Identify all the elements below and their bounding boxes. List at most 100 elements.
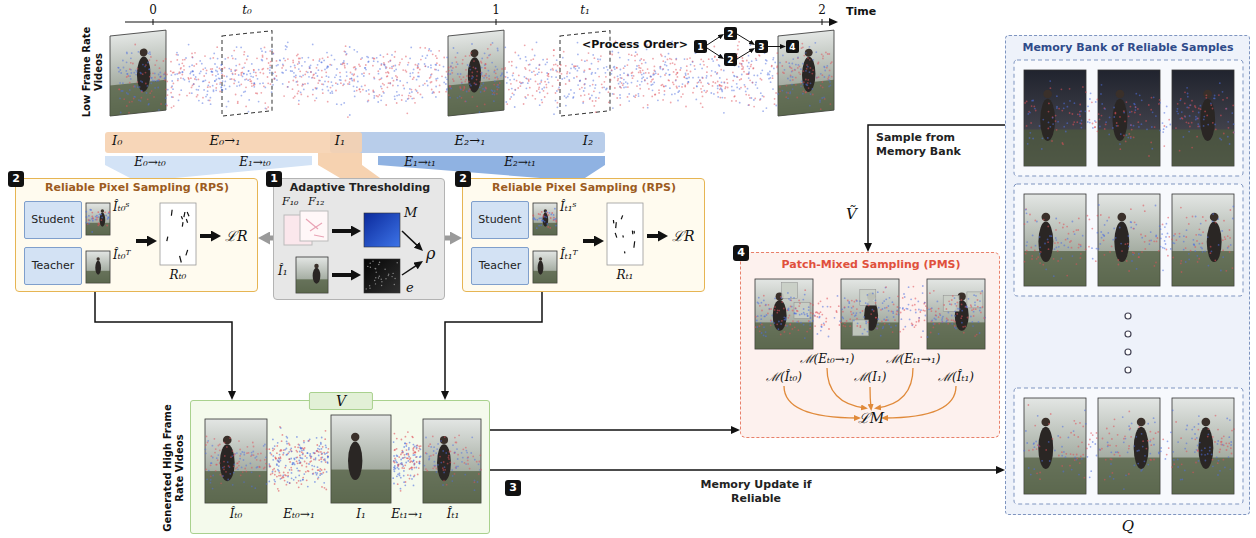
event-point bbox=[281, 72, 283, 74]
event-point bbox=[523, 103, 525, 105]
event-point bbox=[412, 72, 414, 74]
event-point bbox=[617, 75, 619, 77]
event-point bbox=[126, 92, 128, 94]
event-point bbox=[229, 78, 231, 80]
event-point bbox=[373, 58, 375, 60]
event-point bbox=[256, 57, 258, 59]
event-point bbox=[141, 91, 143, 93]
event-point bbox=[377, 101, 379, 103]
event-point bbox=[662, 60, 664, 62]
event-point bbox=[595, 97, 597, 99]
event-point bbox=[451, 70, 453, 72]
event-point bbox=[682, 93, 684, 95]
event-point bbox=[388, 61, 390, 63]
event-point bbox=[528, 79, 530, 81]
event-point bbox=[623, 79, 625, 81]
event-point bbox=[336, 103, 338, 105]
event-point bbox=[717, 92, 719, 94]
event-point bbox=[127, 73, 129, 75]
event-point bbox=[731, 100, 733, 102]
event-point bbox=[269, 72, 271, 74]
event-point bbox=[107, 216, 109, 218]
event-point bbox=[706, 75, 708, 77]
event-point bbox=[365, 69, 367, 71]
event-point bbox=[731, 90, 733, 92]
reliability-mark bbox=[186, 219, 187, 223]
event-point bbox=[373, 77, 375, 79]
event-point bbox=[727, 82, 729, 84]
event-point bbox=[731, 86, 733, 88]
event-point bbox=[190, 71, 192, 73]
event-point bbox=[544, 81, 546, 83]
event-point bbox=[130, 62, 132, 64]
event-point bbox=[129, 68, 131, 70]
event-point bbox=[647, 83, 649, 85]
event-point bbox=[525, 77, 527, 79]
event-point bbox=[138, 51, 140, 53]
event-point bbox=[154, 73, 156, 75]
error-speck bbox=[369, 285, 370, 286]
event-point bbox=[345, 80, 347, 82]
event-point bbox=[468, 90, 470, 92]
event-point bbox=[801, 80, 803, 82]
event-point bbox=[660, 76, 662, 78]
event-funnel bbox=[318, 153, 380, 178]
process-box: Reliable Pixel Sampling (RPS)Îₜ₀ˢÎₜ₀ᵀRₜ₀… bbox=[15, 178, 258, 292]
event-point bbox=[261, 69, 263, 71]
event-point bbox=[597, 61, 599, 63]
event-point bbox=[214, 63, 216, 65]
event-point bbox=[785, 61, 787, 63]
event-point bbox=[389, 83, 391, 85]
event-point bbox=[455, 66, 457, 68]
connector bbox=[707, 48, 721, 57]
event-point bbox=[541, 71, 543, 73]
event-point bbox=[380, 78, 382, 80]
event-point bbox=[752, 82, 754, 84]
event-point bbox=[460, 73, 462, 75]
event-point bbox=[138, 99, 140, 101]
event-point bbox=[561, 78, 563, 80]
event-point bbox=[409, 58, 411, 60]
event-point bbox=[448, 70, 450, 72]
video-frame-group bbox=[110, 30, 166, 116]
event-point bbox=[826, 65, 828, 67]
event-point bbox=[748, 77, 750, 79]
event-point bbox=[216, 83, 218, 85]
event-point bbox=[119, 98, 121, 100]
event-point bbox=[750, 64, 752, 66]
event-point bbox=[387, 86, 389, 88]
event-point bbox=[202, 102, 204, 104]
frame-ground bbox=[296, 279, 328, 293]
event-point bbox=[314, 100, 316, 102]
event-point bbox=[463, 76, 465, 78]
event-point bbox=[660, 54, 662, 56]
event-point bbox=[356, 51, 358, 53]
event-point bbox=[736, 83, 738, 85]
event-point bbox=[553, 49, 555, 51]
event-point bbox=[200, 71, 202, 73]
event-point bbox=[757, 75, 759, 77]
event-point bbox=[398, 64, 400, 66]
event-point bbox=[398, 94, 400, 96]
event-point bbox=[210, 103, 212, 105]
event-point bbox=[150, 82, 152, 84]
event-point bbox=[702, 106, 704, 108]
event-point bbox=[612, 107, 614, 109]
event-point bbox=[713, 93, 715, 95]
event-point bbox=[292, 80, 294, 82]
event-point bbox=[312, 94, 314, 96]
event-point bbox=[748, 55, 750, 57]
event-point bbox=[628, 53, 630, 55]
event-point bbox=[683, 76, 685, 78]
event-point bbox=[482, 83, 484, 85]
event-point bbox=[346, 75, 348, 77]
event-point bbox=[619, 74, 621, 76]
event-point bbox=[676, 86, 678, 88]
event-point bbox=[466, 75, 468, 77]
event-point bbox=[129, 101, 131, 103]
frame-figure-head bbox=[314, 264, 318, 268]
event-point bbox=[688, 77, 690, 79]
event-point bbox=[412, 78, 414, 80]
event-point bbox=[219, 68, 221, 70]
